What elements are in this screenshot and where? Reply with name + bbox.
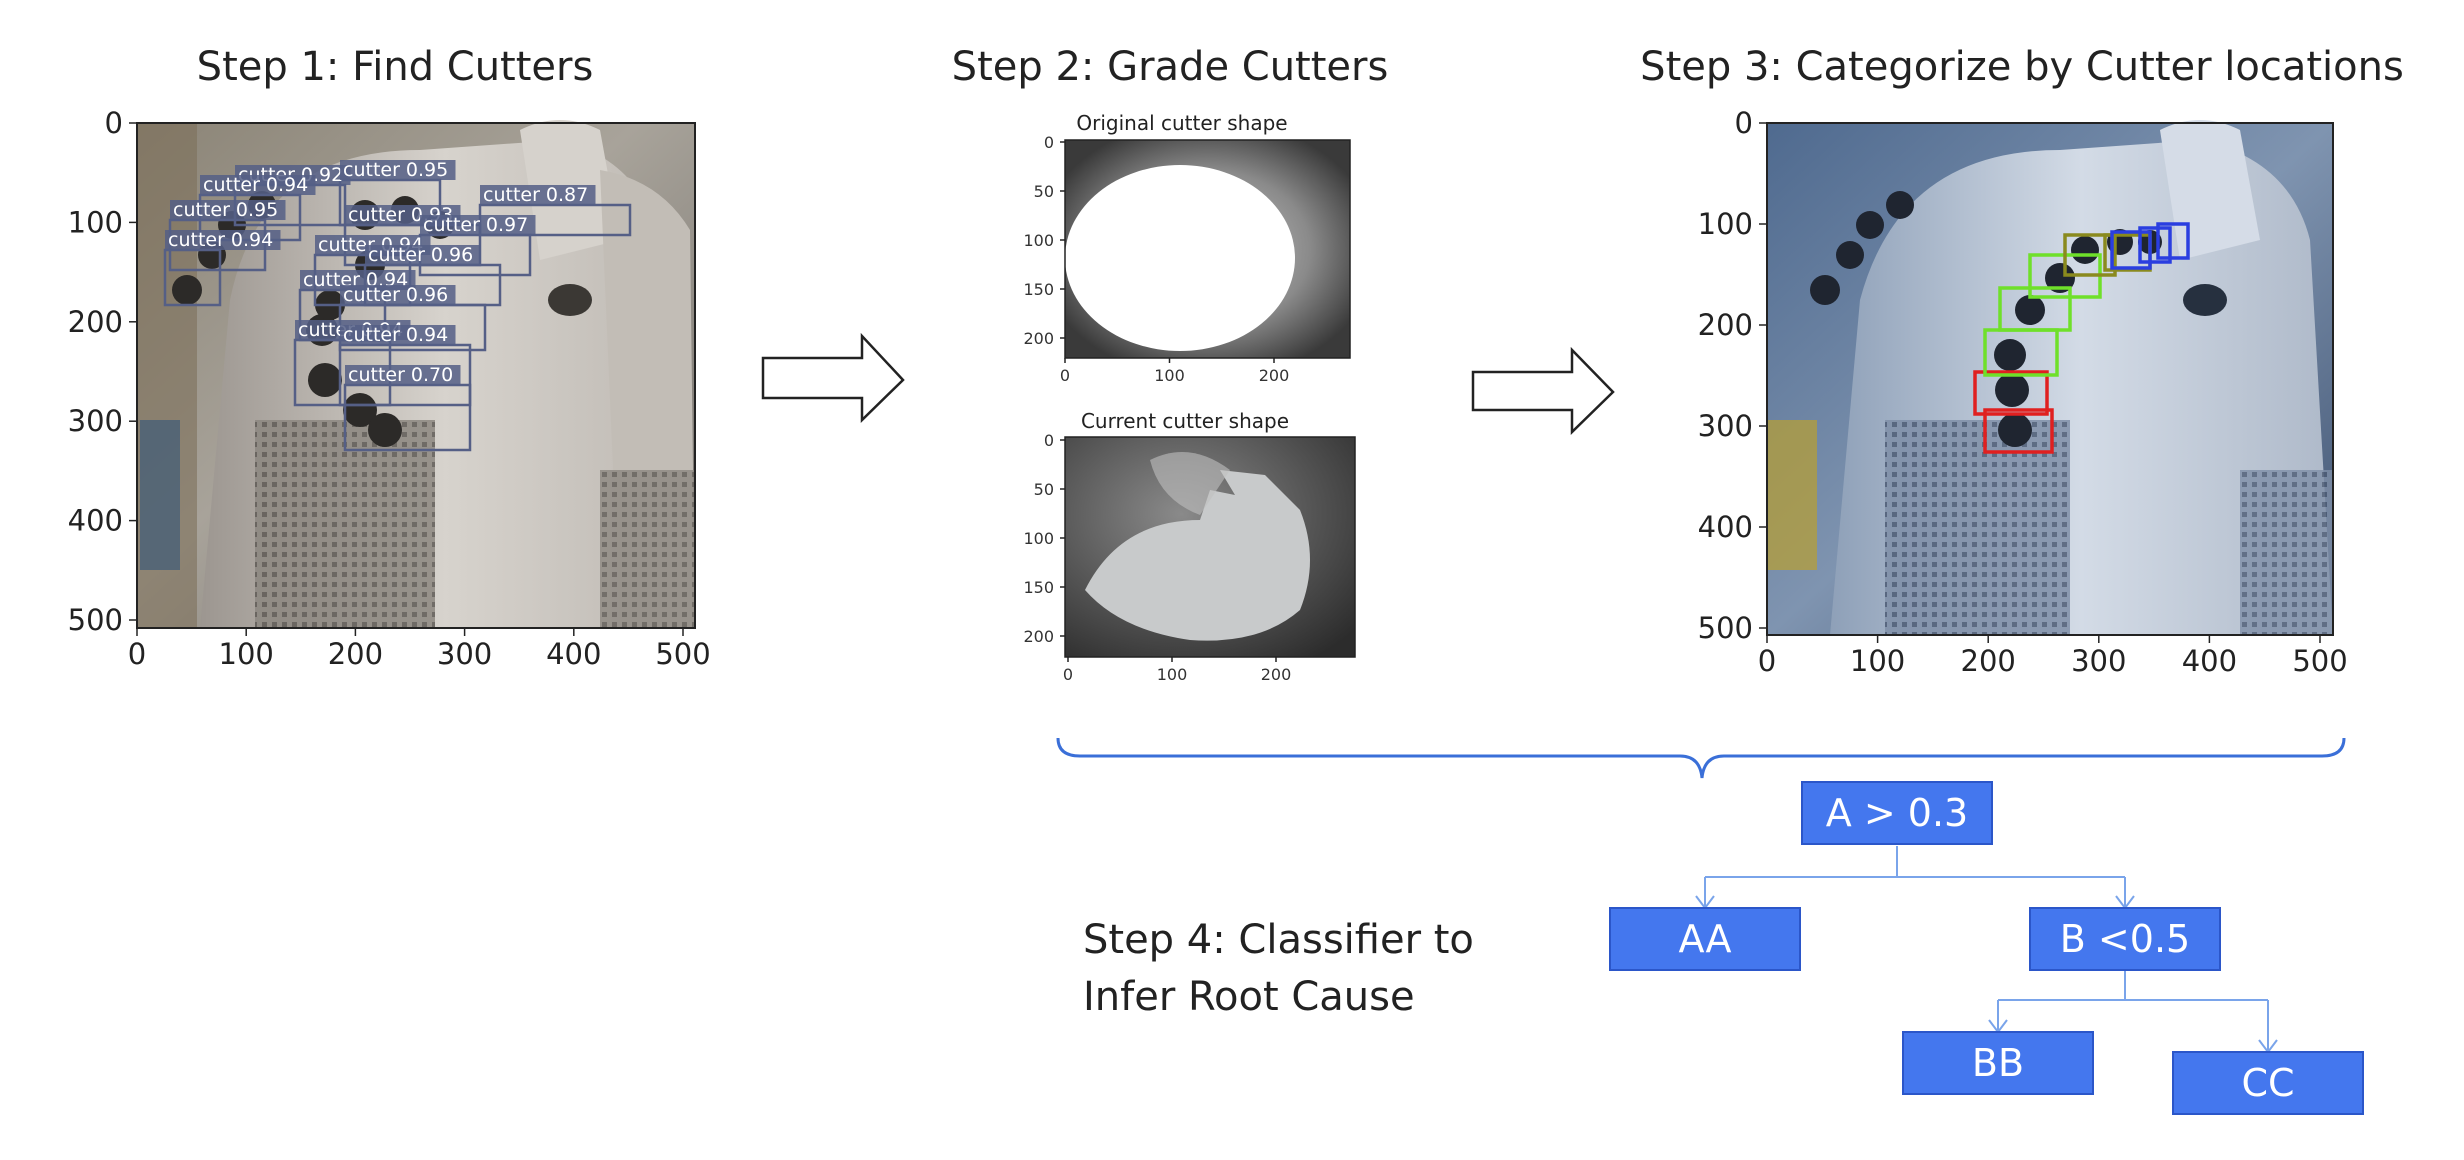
current-shape-title: Current cutter shape [1081, 409, 1289, 433]
detection-label: cutter 0.94 [203, 174, 308, 196]
step2b-y-tick-label: 200 [1023, 627, 1054, 646]
step2-panel: Step 2: Grade Cutters Original cutter sh… [952, 44, 1389, 684]
step1-y-tick-label: 300 [68, 404, 123, 438]
detection-label-bg [340, 160, 456, 180]
tree-node-cc: CC [2172, 1051, 2364, 1115]
tree-node-b: B <0.5 [2029, 907, 2221, 971]
detection-label: cutter 0.95 [343, 159, 448, 181]
step1-x-tick-label: 300 [437, 637, 492, 671]
step2a-y-tick-label: 200 [1023, 329, 1054, 348]
step1-y-tick-label: 200 [68, 305, 123, 339]
step3-y-tick-label: 100 [1698, 207, 1753, 241]
location-boxes [1973, 222, 2190, 454]
step3-x-tick-label: 200 [1961, 644, 2016, 678]
detection-label: cutter 0.96 [343, 284, 448, 306]
tree-node-root: A > 0.3 [1801, 781, 1993, 845]
step3-axes: 0 100 200 300 400 500 0 100 200 300 400 500 [1698, 106, 2348, 678]
step3-y-tick-label: 400 [1698, 510, 1753, 544]
step1-x-tick-label: 100 [219, 637, 274, 671]
step2b-x-tick-label: 100 [1157, 665, 1188, 684]
step3-x-tick-label: 100 [1850, 644, 1905, 678]
tree-node-aa: AA [1609, 907, 1801, 971]
step1-axes: 0 100 200 300 400 500 0 100 200 300 400 500 [68, 106, 711, 671]
detection-label-bg [165, 230, 281, 250]
step2a-y-tick-label: 50 [1034, 182, 1054, 201]
bb-node-label: BB [1972, 1041, 2024, 1085]
step2b-y-tick-label: 150 [1023, 578, 1054, 597]
detection-label-bg [365, 245, 481, 265]
step3-image [1767, 120, 2333, 635]
step2a-y-tick-label: 150 [1023, 280, 1054, 299]
step2b-x-tick-label: 200 [1261, 665, 1292, 684]
original-shape-title: Original cutter shape [1076, 111, 1287, 135]
step3-y-tick-label: 500 [1698, 611, 1753, 645]
arrow-right-icon [1471, 346, 1615, 435]
step3-x-tick-label: 500 [2292, 644, 2347, 678]
step3-title: Step 3: Categorize by Cutter locations [1640, 44, 2404, 90]
step1-panel: Step 1: Find Cutters [68, 44, 711, 671]
detection-label-bg [480, 185, 596, 205]
detection-label: cutter 0.87 [483, 184, 588, 206]
detection-label-bg [340, 325, 456, 345]
detection-label: cutter 0.95 [173, 199, 278, 221]
detection-label: cutter 0.94 [343, 324, 448, 346]
detection-label: cutter 0.97 [423, 214, 528, 236]
tree-node-bb: BB [1902, 1031, 2094, 1095]
arrow-right-icon [761, 332, 905, 423]
step2b-x-tick-label: 0 [1063, 665, 1073, 684]
b-node-label: B <0.5 [2060, 917, 2190, 961]
detection-label: cutter 0.94 [168, 229, 273, 251]
detection-label-bg [170, 200, 286, 220]
step2a-y-tick-label: 0 [1044, 133, 1054, 152]
step2b-y-tick-label: 50 [1034, 480, 1054, 499]
step1-x-tick-label: 0 [128, 637, 146, 671]
step1-y-tick-label: 400 [68, 504, 123, 538]
step1-x-tick-label: 500 [655, 637, 710, 671]
step1-x-tick-label: 200 [328, 637, 383, 671]
step3-y-tick-label: 200 [1698, 308, 1753, 342]
step2a-y-tick-label: 100 [1023, 231, 1054, 250]
step2b-y-tick-label: 0 [1044, 431, 1054, 450]
step4-line2: Infer Root Cause [1083, 974, 1415, 1020]
detection-label: cutter 0.96 [368, 244, 473, 266]
step3-panel: Step 3: Categorize by Cutter locations [1640, 44, 2404, 678]
step1-y-tick-label: 100 [68, 205, 123, 239]
step3-x-tick-label: 0 [1758, 644, 1776, 678]
current-shape-image: 0 100 200 0 50 100 150 200 [1023, 431, 1356, 684]
grouping-brace [1056, 737, 2346, 779]
original-shape-image: 0 100 200 0 50 100 150 200 [1023, 133, 1351, 385]
step2a-x-tick-label: 0 [1060, 366, 1070, 385]
step3-y-tick-label: 300 [1698, 409, 1753, 443]
step1-x-tick-label: 400 [546, 637, 601, 671]
step4-line1: Step 4: Classifier to [1083, 917, 1474, 963]
step1-y-tick-label: 0 [105, 106, 123, 140]
step2a-x-tick-label: 200 [1259, 366, 1290, 385]
step2-title: Step 2: Grade Cutters [952, 44, 1389, 90]
step2a-x-tick-label: 100 [1154, 366, 1185, 385]
step3-x-tick-label: 400 [2182, 644, 2237, 678]
detection-label-bg [345, 365, 461, 385]
step3-x-tick-label: 300 [2071, 644, 2126, 678]
root-node-label: A > 0.3 [1826, 791, 1968, 835]
detection-label-bg [340, 285, 456, 305]
detection-label: cutter 0.70 [348, 364, 453, 386]
cc-node-label: CC [2241, 1061, 2294, 1105]
step1-y-tick-label: 500 [68, 603, 123, 637]
step2b-y-tick-label: 100 [1023, 529, 1054, 548]
step4-label: Step 4: Classifier to Infer Root Cause [1083, 917, 1474, 1020]
detection-label-bg [200, 175, 316, 195]
step3-y-tick-label: 0 [1735, 106, 1753, 140]
aa-node-label: AA [1678, 917, 1731, 961]
step1-title: Step 1: Find Cutters [197, 44, 594, 90]
detection-label-bg [420, 215, 536, 235]
